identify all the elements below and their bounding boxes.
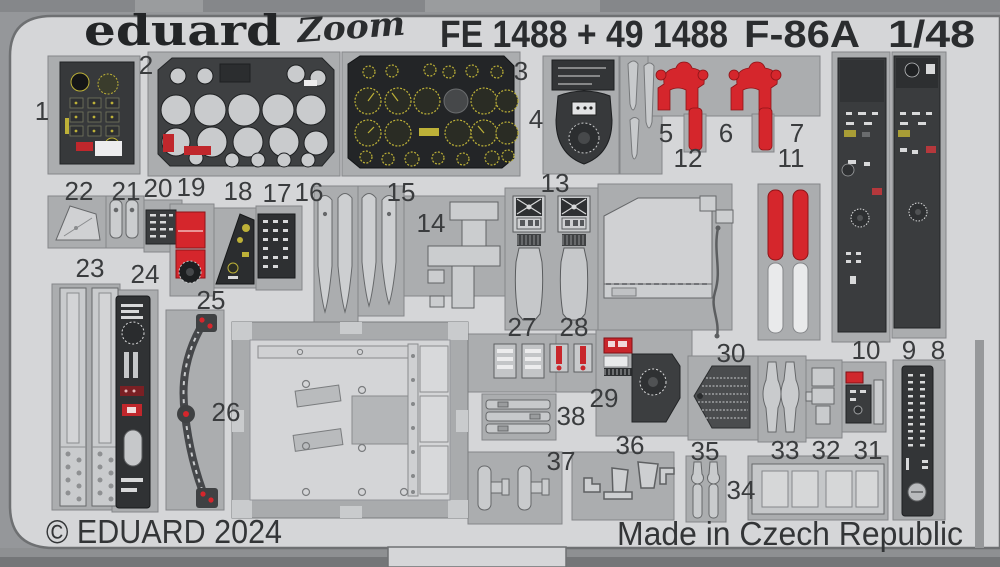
part-number-label: 22	[65, 176, 94, 206]
part-24-console-strip	[115, 295, 151, 509]
part-number-label: 32	[812, 435, 841, 465]
part-number-label: 21	[112, 176, 141, 206]
made-in-text: Made in Czech Republic	[617, 515, 963, 552]
part-28-red-buckles	[549, 343, 593, 373]
brand-logo: eduard	[84, 6, 281, 55]
fret-right-slit	[975, 340, 984, 548]
part-number-label: 1	[35, 96, 49, 126]
part-number-label: 35	[691, 436, 720, 466]
part-number-label: 15	[387, 177, 416, 207]
part-number-label: 6	[719, 118, 733, 148]
part-38-bars	[485, 399, 551, 434]
parts-15-16-blades	[317, 193, 397, 314]
part-1-instrument-panel	[59, 61, 135, 165]
part-21-tabs	[109, 199, 139, 239]
part-19-red-placard	[175, 211, 206, 284]
part-number-label: 16	[295, 177, 324, 207]
part-25-frame-plate	[231, 321, 469, 519]
part-9-console	[893, 55, 941, 329]
part-22-wedge	[55, 205, 101, 241]
part-number-label: 11	[778, 143, 805, 173]
part-number-label: 31	[854, 435, 883, 465]
fret-footer: © EDUARD 2024 Made in Czech Republic	[46, 513, 963, 552]
part-34-frame	[751, 463, 885, 515]
part-number-label: 18	[224, 176, 253, 206]
fret-bottom-tab	[387, 546, 567, 567]
part-number-label: 4	[529, 104, 543, 134]
part-number-label: 33	[771, 435, 800, 465]
part-20-placard-grid	[145, 209, 177, 245]
part-10-console	[837, 57, 887, 333]
copyright-text: © EDUARD 2024	[46, 513, 282, 550]
part-number-label: 2	[139, 50, 153, 80]
part-number-label: 14	[417, 208, 446, 238]
part-number-label: 10	[852, 335, 881, 365]
scale: 1/48	[888, 14, 975, 56]
part-number-labels: 1 2 3 4 5 6 7 8 9 10 11 12 13 14 15 16 1…	[35, 50, 945, 505]
part-17-placard-panel	[257, 213, 296, 279]
part-number-label: 12	[674, 143, 703, 173]
part-number-label: 19	[177, 172, 206, 202]
part-number-label: 26	[212, 397, 241, 427]
part-number-label: 25	[197, 285, 226, 315]
part-number-label: 29	[590, 383, 619, 413]
part-26-curved-arm	[177, 314, 218, 508]
part-number-label: 8	[931, 335, 945, 365]
part-37-clamps	[477, 465, 550, 511]
part-18-side-console	[215, 213, 255, 285]
part-number-label: 23	[76, 253, 105, 283]
part-32-stack	[805, 367, 835, 425]
part-number-label: 38	[557, 401, 586, 431]
part-number-label: 30	[717, 338, 746, 368]
part-number-label: 3	[514, 56, 528, 86]
part-5-blades	[627, 60, 655, 160]
part-8-placard-strip	[901, 365, 934, 517]
part-number-label: 37	[547, 446, 576, 476]
part-number-label: 9	[902, 335, 916, 365]
model-name: F-86A	[744, 14, 860, 56]
armor-glass-panel	[603, 195, 734, 339]
part-31-mini-panel	[845, 371, 884, 425]
part-number-label: 17	[263, 178, 292, 208]
parts-11-12-red-handles	[655, 61, 782, 151]
part-number-label: 27	[508, 312, 537, 342]
part-33-spindles	[762, 361, 800, 433]
zoom-logo: Zoom	[294, 4, 407, 51]
part-2-main-panel	[157, 57, 335, 168]
part-number-label: 20	[144, 173, 173, 203]
part-3-painted-panel	[347, 55, 519, 169]
wire-part	[712, 227, 720, 337]
part-13-handle-assemblies	[512, 195, 591, 321]
fret-header: eduard Zoom FE 1488 + 49 1488 F-86A 1/48	[84, 4, 975, 56]
part-4-gunsight	[551, 59, 615, 165]
part-number-label: 28	[560, 312, 589, 342]
part-14-bracket-assembly	[427, 201, 501, 309]
part-number-label: 36	[616, 430, 645, 460]
part-36-brackets	[583, 461, 675, 500]
part-number-label: 34	[727, 475, 756, 505]
part-30-striped-plate	[693, 365, 751, 429]
part-23-strips	[59, 287, 119, 507]
part-number-label: 13	[541, 168, 570, 198]
part-11-strips	[767, 189, 809, 334]
part-number-label: 24	[131, 259, 160, 289]
part-number-label: 5	[659, 118, 673, 148]
part-35-spindles	[691, 461, 720, 519]
product-codes: FE 1488 + 49 1488	[440, 14, 728, 56]
part-number-label: 7	[790, 118, 804, 148]
